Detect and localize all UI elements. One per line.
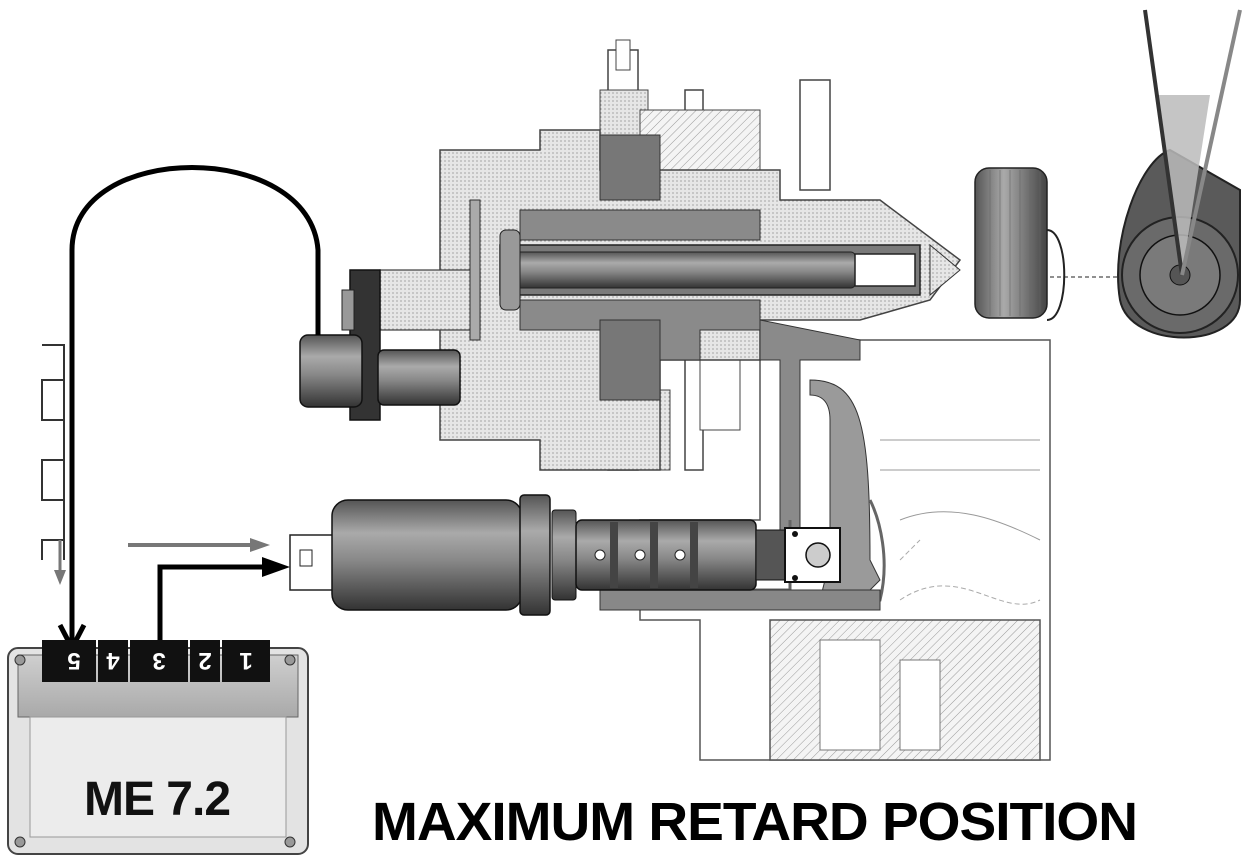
cam-lobe	[1117, 9, 1242, 339]
pin-label-1: 1	[239, 647, 252, 674]
ecu-pin-3	[130, 640, 188, 682]
ecu-name: ME 7.2	[83, 773, 231, 826]
ecu-module: 5 4 3 2 1	[7, 640, 309, 855]
trigger-wheel	[41, 344, 66, 585]
pin-label-2: 2	[198, 647, 211, 674]
ecu-pin-5	[42, 640, 96, 682]
ecu-pin-4	[98, 640, 128, 682]
ecu-pin-1	[222, 640, 270, 682]
pin-label-5: 5	[67, 647, 80, 674]
cam-sensor	[299, 269, 461, 421]
pin-label-4: 4	[106, 647, 120, 674]
camshaft	[499, 229, 1180, 311]
pin-label-3: 3	[152, 647, 165, 674]
solenoid-valve	[289, 494, 841, 616]
movement-arrow	[128, 538, 270, 552]
wiring	[57, 165, 321, 654]
diagram-caption: MAXIMUM RETARD POSITION	[372, 792, 1138, 852]
oil-passages	[519, 134, 886, 611]
cam-end-disc	[974, 167, 1066, 321]
ecu-pin-2	[190, 640, 220, 682]
